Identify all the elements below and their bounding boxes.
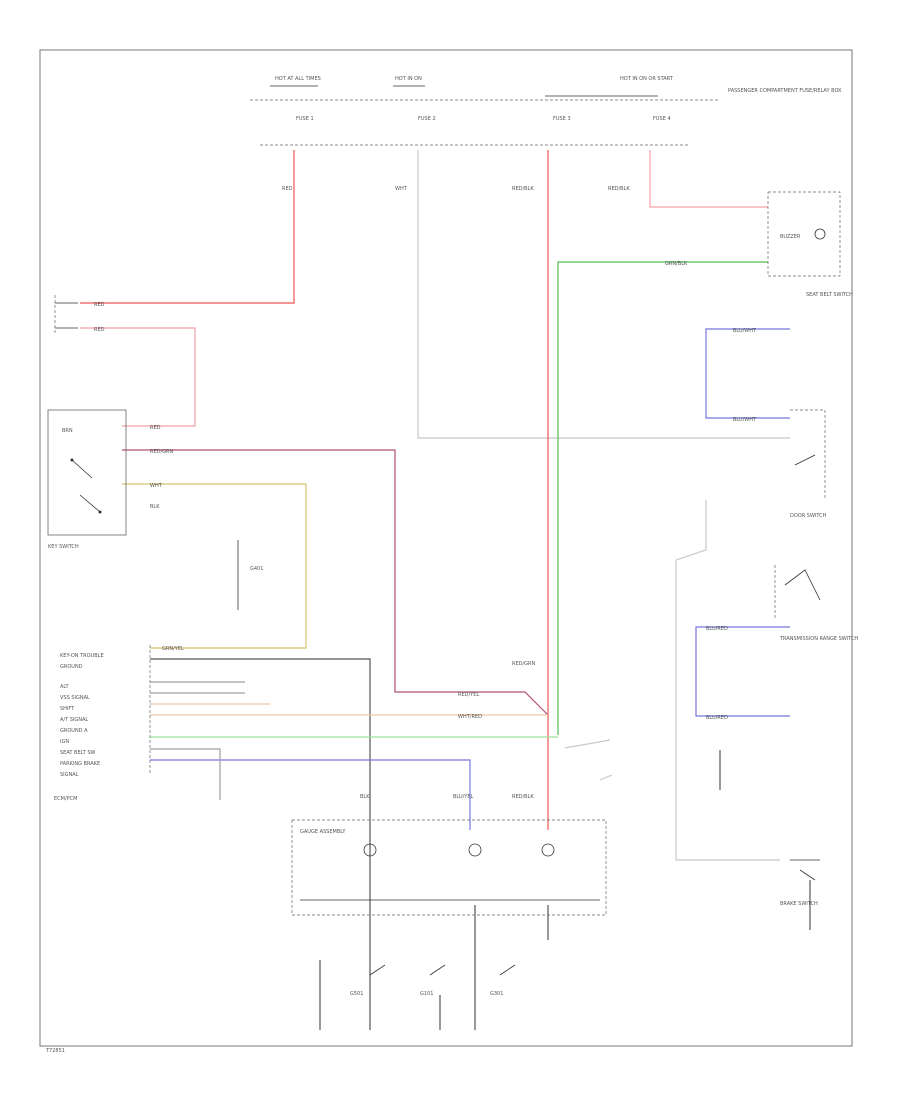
ecm-label: ECM/PCM xyxy=(54,796,77,802)
svg-text:ALT: ALT xyxy=(60,684,70,690)
hot-label-2: HOT IN ON xyxy=(395,76,422,82)
svg-text:GROUND A: GROUND A xyxy=(60,728,88,734)
fuse-3-label: FUSE 3 xyxy=(553,116,571,122)
svg-text:BLU/YEL: BLU/YEL xyxy=(453,794,474,800)
svg-text:RED/GRN: RED/GRN xyxy=(150,449,174,455)
svg-text:RED: RED xyxy=(94,327,105,333)
svg-text:PARKING BRAKE: PARKING BRAKE xyxy=(60,761,100,767)
svg-text:RED/GRN: RED/GRN xyxy=(512,661,536,667)
svg-text:RED/BLK: RED/BLK xyxy=(608,186,630,192)
seat-belt-switch-label: SEAT BELT SWITCH xyxy=(806,292,853,298)
diagram-frame xyxy=(39,49,853,1047)
svg-text:RED/BLK: RED/BLK xyxy=(512,794,534,800)
wire-labels: RED WHT RED/BLK RED/BLK GRN/BLK BLU/WHT … xyxy=(162,186,757,800)
svg-text:IGN: IGN xyxy=(60,739,69,745)
ground-g401: G401 xyxy=(237,540,263,610)
svg-text:GAUGE ASSEMBLY: GAUGE ASSEMBLY xyxy=(300,829,346,835)
svg-text:RED: RED xyxy=(150,425,161,431)
door-switch: DOOR SWITCH xyxy=(790,409,827,519)
transmission-range-switch: TRANSMISSION RANGE SWITCH xyxy=(774,565,858,642)
svg-text:RED: RED xyxy=(94,302,105,308)
pass-junction-label: PASSENGER COMPARTMENT FUSE/RELAY BOX xyxy=(728,88,842,94)
svg-text:WHT: WHT xyxy=(150,483,163,489)
svg-text:SIGNAL: SIGNAL xyxy=(60,772,79,778)
svg-text:BRAKE SWITCH: BRAKE SWITCH xyxy=(780,901,818,907)
svg-text:BLU/RED: BLU/RED xyxy=(706,626,728,632)
svg-text:G501: G501 xyxy=(350,991,363,997)
svg-text:DOOR SWITCH: DOOR SWITCH xyxy=(790,513,827,519)
buzzer: BUZZER xyxy=(767,191,841,277)
svg-text:RED/BLK: RED/BLK xyxy=(512,186,534,192)
svg-text:SEAT BELT SW: SEAT BELT SW xyxy=(60,750,96,756)
svg-text:BLU/WHT: BLU/WHT xyxy=(733,417,757,423)
ecm-block: KEY-ON TROUBLE GROUND ALT VSS SIGNAL SHI… xyxy=(54,645,151,802)
svg-text:BRN: BRN xyxy=(62,428,73,434)
fuse-4-label: FUSE 4 xyxy=(653,116,671,122)
fuse-1-label: FUSE 1 xyxy=(296,116,314,122)
svg-text:G301: G301 xyxy=(490,991,503,997)
svg-text:VSS SIGNAL: VSS SIGNAL xyxy=(60,695,90,701)
key-switch: BRN KEY SWITCH RED RED/GRN WHT BLK xyxy=(47,409,174,550)
svg-text:BLU/RED: BLU/RED xyxy=(706,715,728,721)
svg-text:GRN/YEL: GRN/YEL xyxy=(162,646,184,652)
svg-text:TRANSMISSION RANGE SWITCH: TRANSMISSION RANGE SWITCH xyxy=(779,636,858,642)
svg-text:G101: G101 xyxy=(420,991,433,997)
hot-label-3: HOT IN ON OR START xyxy=(620,76,674,82)
bottom-switches: G501 G101 G301 xyxy=(350,964,516,997)
lighting-switch-connector: RED RED xyxy=(54,295,105,335)
power-sources: HOT AT ALL TIMES HOT IN ON HOT IN ON OR … xyxy=(250,76,842,146)
svg-text:WHT/RED: WHT/RED xyxy=(458,714,482,720)
svg-text:BLK: BLK xyxy=(360,794,370,800)
svg-text:KEY-ON TROUBLE: KEY-ON TROUBLE xyxy=(60,653,104,659)
fuse-2-label: FUSE 2 xyxy=(418,116,436,122)
svg-text:GRN/BLK: GRN/BLK xyxy=(665,261,688,267)
brake-switch: BRAKE SWITCH xyxy=(780,859,820,907)
key-switch-label: KEY SWITCH xyxy=(48,544,79,550)
svg-text:BLK: BLK xyxy=(150,504,160,510)
svg-text:G401: G401 xyxy=(250,566,263,572)
svg-text:GROUND: GROUND xyxy=(60,664,83,670)
svg-text:BUZZER: BUZZER xyxy=(780,234,801,240)
diagram-code: T72851 xyxy=(45,1048,65,1054)
hot-label-1: HOT AT ALL TIMES xyxy=(275,76,321,82)
svg-text:A/T SIGNAL: A/T SIGNAL xyxy=(60,717,88,723)
svg-text:RED: RED xyxy=(282,186,293,192)
svg-text:BLU/WHT: BLU/WHT xyxy=(733,328,757,334)
svg-text:RED/YEL: RED/YEL xyxy=(458,692,479,698)
svg-text:WHT: WHT xyxy=(395,186,408,192)
gauge-assembly: GAUGE ASSEMBLY xyxy=(291,819,607,916)
wires xyxy=(80,150,811,1030)
svg-text:SHIFT: SHIFT xyxy=(60,706,75,712)
